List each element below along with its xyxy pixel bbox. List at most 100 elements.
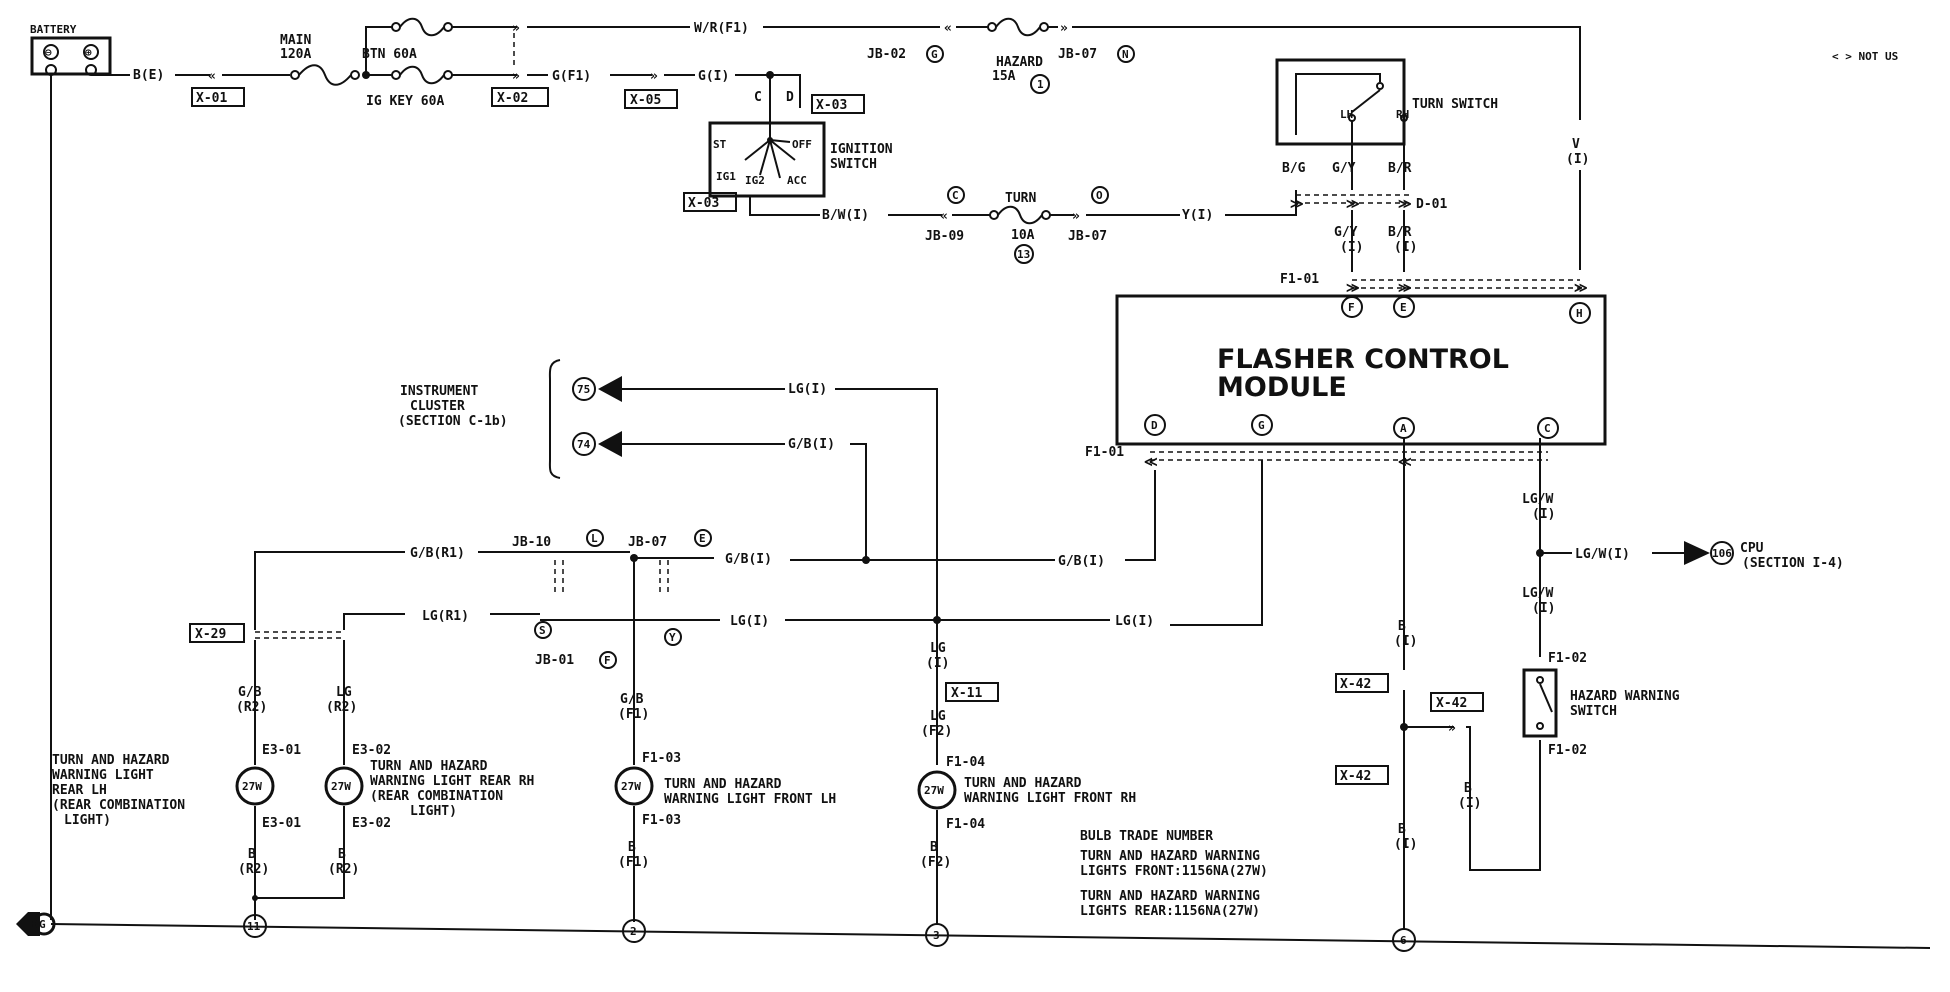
svg-text:»: » bbox=[1060, 21, 1068, 36]
conn-x11 bbox=[945, 682, 999, 702]
svg-text:6: 6 bbox=[1400, 934, 1407, 947]
jb09-label: JB-09 bbox=[925, 229, 964, 244]
svg-text:(SECTION I-4): (SECTION I-4) bbox=[1742, 556, 1844, 571]
svg-text:LIGHTS FRONT:1156NA(27W): LIGHTS FRONT:1156NA(27W) bbox=[1080, 864, 1268, 879]
svg-text:CLUSTER: CLUSTER bbox=[410, 399, 465, 414]
wire-lg-w-1: LG/W(I) bbox=[1575, 547, 1630, 562]
jb07a-label: JB-07 bbox=[1058, 47, 1097, 62]
ignition-switch: ST OFF IG1 IG2 ACC bbox=[708, 110, 826, 198]
conn-x02 bbox=[491, 87, 549, 107]
svg-text:27W: 27W bbox=[242, 780, 262, 793]
svg-text:(I): (I) bbox=[1458, 796, 1481, 811]
cpu-label: CPU bbox=[1740, 541, 1764, 556]
svg-text:G: G bbox=[1258, 419, 1265, 432]
conn-x03b bbox=[683, 192, 737, 212]
conn-x42b bbox=[1430, 692, 1484, 712]
svg-text:»: » bbox=[650, 69, 658, 84]
conn-x42c bbox=[1335, 765, 1389, 785]
ig-key-fuse-label: IG KEY 60A bbox=[366, 94, 444, 109]
svg-text:E3-01: E3-01 bbox=[262, 816, 301, 831]
svg-text:(R2): (R2) bbox=[236, 700, 267, 715]
wire-g-b-1-mid: G/B(I) bbox=[725, 552, 772, 567]
svg-text:(F1): (F1) bbox=[618, 707, 649, 722]
svg-text:G/B: G/B bbox=[620, 692, 644, 707]
jb02-label: JB-02 bbox=[867, 47, 906, 62]
svg-text:11: 11 bbox=[247, 920, 261, 933]
svg-text:X-03: X-03 bbox=[816, 98, 847, 113]
svg-text:≫: ≫ bbox=[1398, 197, 1412, 212]
svg-text:LG: LG bbox=[930, 641, 946, 656]
svg-text:O: O bbox=[1096, 189, 1103, 202]
svg-text:F1-03: F1-03 bbox=[642, 751, 681, 766]
svg-text:ACC: ACC bbox=[787, 174, 807, 187]
svg-text:C: C bbox=[952, 189, 959, 202]
svg-text:B: B bbox=[248, 847, 256, 862]
svg-text:WARNING LIGHT FRONT LH: WARNING LIGHT FRONT LH bbox=[664, 792, 836, 807]
svg-text:3: 3 bbox=[933, 929, 940, 942]
bulb-front-rh bbox=[917, 770, 957, 810]
svg-text:LIGHT): LIGHT) bbox=[64, 813, 111, 828]
svg-text:»: » bbox=[1448, 721, 1456, 736]
svg-text:B: B bbox=[1398, 822, 1406, 837]
svg-text:27W: 27W bbox=[924, 784, 944, 797]
wire-g-b-1-right: G/B(I) bbox=[1058, 554, 1105, 569]
svg-text:F1-04: F1-04 bbox=[946, 755, 985, 770]
fcm-title-2: MODULE bbox=[1217, 372, 1347, 403]
svg-text:X-02: X-02 bbox=[497, 91, 528, 106]
svg-text:X-42: X-42 bbox=[1340, 677, 1371, 692]
svg-text:TURN AND HAZARD WARNING: TURN AND HAZARD WARNING bbox=[1080, 889, 1260, 904]
svg-text:F: F bbox=[604, 654, 611, 667]
svg-text:A: A bbox=[1400, 422, 1407, 435]
conn-x42a bbox=[1335, 673, 1389, 693]
svg-text:OFF: OFF bbox=[792, 138, 812, 151]
svg-text:H: H bbox=[1576, 307, 1583, 320]
svg-text:≪: ≪ bbox=[1144, 455, 1158, 470]
ground-3 bbox=[925, 923, 949, 947]
svg-text:(F1): (F1) bbox=[618, 855, 649, 870]
svg-text:F1-02: F1-02 bbox=[1548, 651, 1587, 666]
conn-x29 bbox=[189, 623, 245, 643]
bulb-rear-lh bbox=[235, 766, 275, 806]
svg-text:E: E bbox=[1400, 301, 1407, 314]
svg-text:(R2): (R2) bbox=[238, 862, 269, 877]
ground-2 bbox=[622, 919, 646, 943]
ground-symbol: G bbox=[16, 912, 56, 936]
rear-lh-label: TURN AND HAZARD bbox=[52, 753, 170, 768]
svg-text:IG2: IG2 bbox=[745, 174, 765, 187]
svg-text:X-29: X-29 bbox=[195, 627, 226, 642]
jb07b-label: JB-07 bbox=[1068, 229, 1107, 244]
svg-text:G/B: G/B bbox=[238, 685, 262, 700]
svg-text:E3-02: E3-02 bbox=[352, 816, 391, 831]
svg-text:13: 13 bbox=[1017, 248, 1030, 261]
wire-y-1: Y(I) bbox=[1182, 208, 1213, 223]
battery-label: BATTERY bbox=[30, 23, 77, 36]
svg-text:(I): (I) bbox=[1532, 507, 1555, 522]
svg-text:B: B bbox=[338, 847, 346, 862]
svg-text:LG: LG bbox=[930, 709, 946, 724]
svg-text:RH: RH bbox=[1396, 108, 1409, 121]
svg-text:F1-02: F1-02 bbox=[1548, 743, 1587, 758]
battery-pos: ⊕ bbox=[85, 46, 92, 59]
svg-text:WARNING LIGHT: WARNING LIGHT bbox=[52, 768, 154, 783]
svg-text:1: 1 bbox=[1037, 78, 1044, 91]
hazard-switch-label: HAZARD WARNING bbox=[1570, 689, 1680, 704]
not-used-note: < > NOT US bbox=[1832, 50, 1898, 63]
wire-b-e: B(E) bbox=[133, 68, 164, 83]
svg-text:S: S bbox=[539, 624, 546, 637]
svg-text:»: » bbox=[512, 69, 520, 84]
svg-text:SWITCH: SWITCH bbox=[1570, 704, 1617, 719]
svg-text:WARNING LIGHT FRONT RH: WARNING LIGHT FRONT RH bbox=[964, 791, 1136, 806]
bulb-rear-rh bbox=[324, 766, 364, 806]
wire-lg-r1: LG(R1) bbox=[422, 609, 469, 624]
svg-text:X-42: X-42 bbox=[1436, 696, 1467, 711]
svg-text:F1-03: F1-03 bbox=[642, 813, 681, 828]
svg-text:≫: ≫ bbox=[1346, 197, 1360, 212]
svg-text:B/R: B/R bbox=[1388, 161, 1412, 176]
hazard-fuse-label: HAZARD bbox=[996, 55, 1043, 70]
svg-text:X-03: X-03 bbox=[688, 196, 719, 211]
svg-text:D: D bbox=[1151, 419, 1158, 432]
svg-text:(I): (I) bbox=[1394, 634, 1417, 649]
svg-text:75: 75 bbox=[577, 383, 590, 396]
conn-x05 bbox=[624, 89, 678, 109]
svg-text:(R2): (R2) bbox=[328, 862, 359, 877]
